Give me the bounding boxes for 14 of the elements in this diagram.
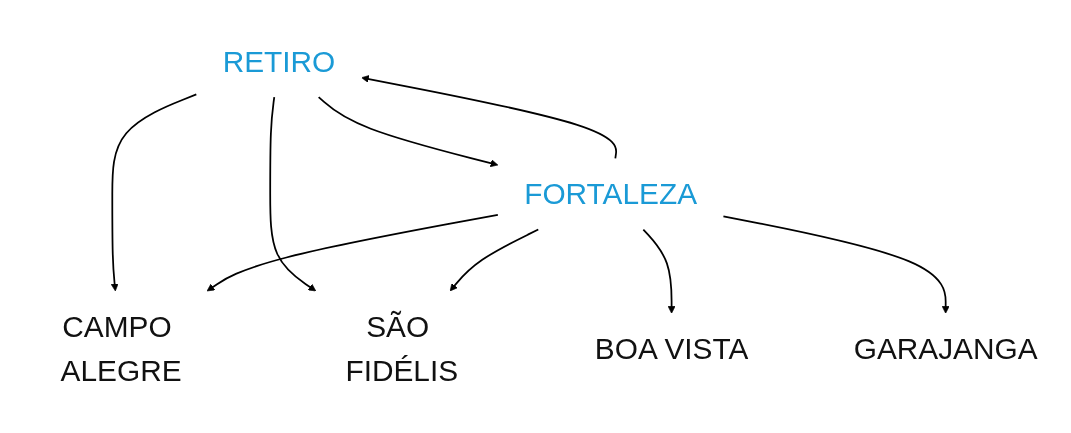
arrow xyxy=(269,96,317,292)
node-text: RETIRO xyxy=(222,44,336,78)
node-text: SÃO FIDÉLIS xyxy=(345,309,459,388)
arrow xyxy=(642,228,676,314)
node-text: GARAJANGA xyxy=(853,331,1038,366)
arrow xyxy=(110,93,198,292)
node-text: BOA VISTA xyxy=(594,331,749,366)
arrow xyxy=(317,96,499,168)
node-text: FORTALEZA xyxy=(524,177,698,211)
node-text: CAMPO ALEGRE xyxy=(60,309,182,388)
arrow xyxy=(361,75,618,160)
arrow xyxy=(722,215,950,314)
arrow xyxy=(206,214,499,292)
arrow xyxy=(449,228,540,292)
